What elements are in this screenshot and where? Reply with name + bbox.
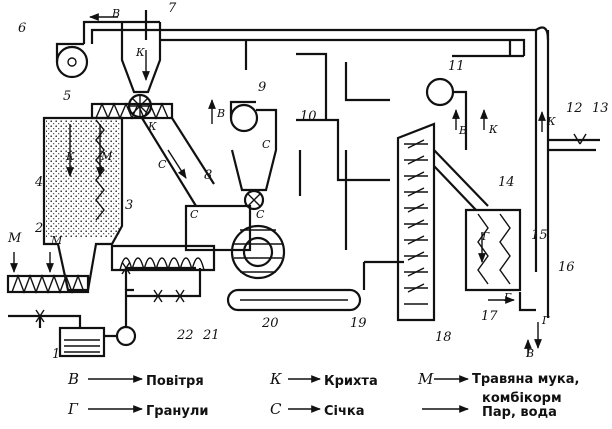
- top-air-duct: [160, 26, 550, 272]
- exhaust-12-13: [538, 111, 600, 152]
- legend-letter-crumb: К: [269, 370, 282, 388]
- component-number-2: 2: [34, 221, 43, 236]
- component-number-21: 21: [202, 328, 220, 343]
- component-number-М: М: [7, 231, 22, 246]
- steam-water-lines: [121, 261, 202, 303]
- dryer-column-4: [42, 116, 124, 292]
- legend: В Повітря К Крихта М Травяна мука, комбі…: [67, 370, 579, 420]
- middle-partitions: [296, 40, 524, 290]
- legend-text-air: Повітря: [146, 374, 204, 389]
- legend-text-meal: Травяна мука,: [472, 372, 579, 387]
- cooling-bin-14: [464, 208, 522, 292]
- component-number-3: 3: [125, 198, 133, 213]
- flow-letter: С: [262, 138, 271, 151]
- belt-conveyor-19: [226, 288, 362, 312]
- screw-feeder-2: [6, 252, 90, 294]
- component-number-17: 17: [481, 309, 498, 324]
- flow-letter: Г: [481, 230, 490, 243]
- discharge-16: [488, 272, 550, 356]
- component-number-5: 5: [63, 89, 71, 104]
- flow-letter: В: [525, 347, 534, 360]
- fan-6: [55, 20, 160, 79]
- flow-letter: С: [256, 208, 265, 221]
- component-number-22: 22: [176, 328, 194, 343]
- flow-letter: К: [135, 46, 145, 59]
- flow-letter: М: [100, 150, 113, 163]
- water-tank-1: [8, 288, 137, 358]
- component-number-8: 8: [204, 168, 212, 183]
- component-number-15: 15: [531, 228, 548, 243]
- legend-letter-granules: Г: [67, 400, 79, 418]
- legend-text-steam-water: Пар, вода: [482, 405, 557, 420]
- legend-text-chaff: Січка: [324, 404, 365, 419]
- component-number-6: 6: [18, 21, 26, 36]
- flow-letter: Г: [541, 314, 550, 327]
- flow-letter: С: [190, 208, 199, 221]
- flow-letter: М: [50, 234, 63, 247]
- component-number-10: 10: [300, 109, 317, 124]
- fan-9-cyclone-10: [208, 40, 278, 211]
- flow-letters: В К К С В С С С К М М В К К Г Г Г В: [50, 7, 556, 360]
- flow-letter: Г: [503, 291, 512, 304]
- flow-letter: К: [546, 115, 556, 128]
- component-number-9: 9: [258, 80, 266, 95]
- component-number-14: 14: [498, 175, 515, 190]
- legend-letter-air: В: [67, 370, 79, 388]
- component-number-7: 7: [168, 1, 177, 16]
- component-number-16: 16: [558, 260, 575, 275]
- fan-11: [425, 77, 488, 150]
- bucket-elevator-18: [396, 122, 489, 322]
- component-number-1: 1: [52, 347, 60, 362]
- legend-letter-meal: М: [417, 370, 434, 388]
- component-number-18: 18: [435, 330, 452, 345]
- component-number-20: 20: [261, 316, 279, 331]
- legend-letter-chaff: С: [270, 400, 282, 418]
- flow-letter: В: [458, 124, 467, 137]
- granulator-8: [110, 204, 286, 280]
- flow-letter: К: [65, 150, 75, 163]
- component-number-12: 12: [566, 101, 583, 116]
- flow-letter: К: [147, 120, 157, 133]
- flow-letter: К: [488, 123, 498, 136]
- incline-chute: [141, 117, 215, 207]
- flow-letter: В: [216, 107, 225, 120]
- legend-text-crumb: Крихта: [324, 374, 378, 389]
- component-number-13: 13: [592, 101, 609, 116]
- cyclone-7: [120, 10, 162, 119]
- component-number-19: 19: [350, 316, 367, 331]
- legend-text-feed: комбікорм: [482, 391, 562, 406]
- flow-letter: С: [158, 158, 167, 171]
- component-number-11: 11: [448, 59, 465, 74]
- flow-letter: В: [111, 7, 120, 20]
- component-number-4: 4: [34, 175, 43, 190]
- legend-text-granules: Гранули: [146, 404, 208, 419]
